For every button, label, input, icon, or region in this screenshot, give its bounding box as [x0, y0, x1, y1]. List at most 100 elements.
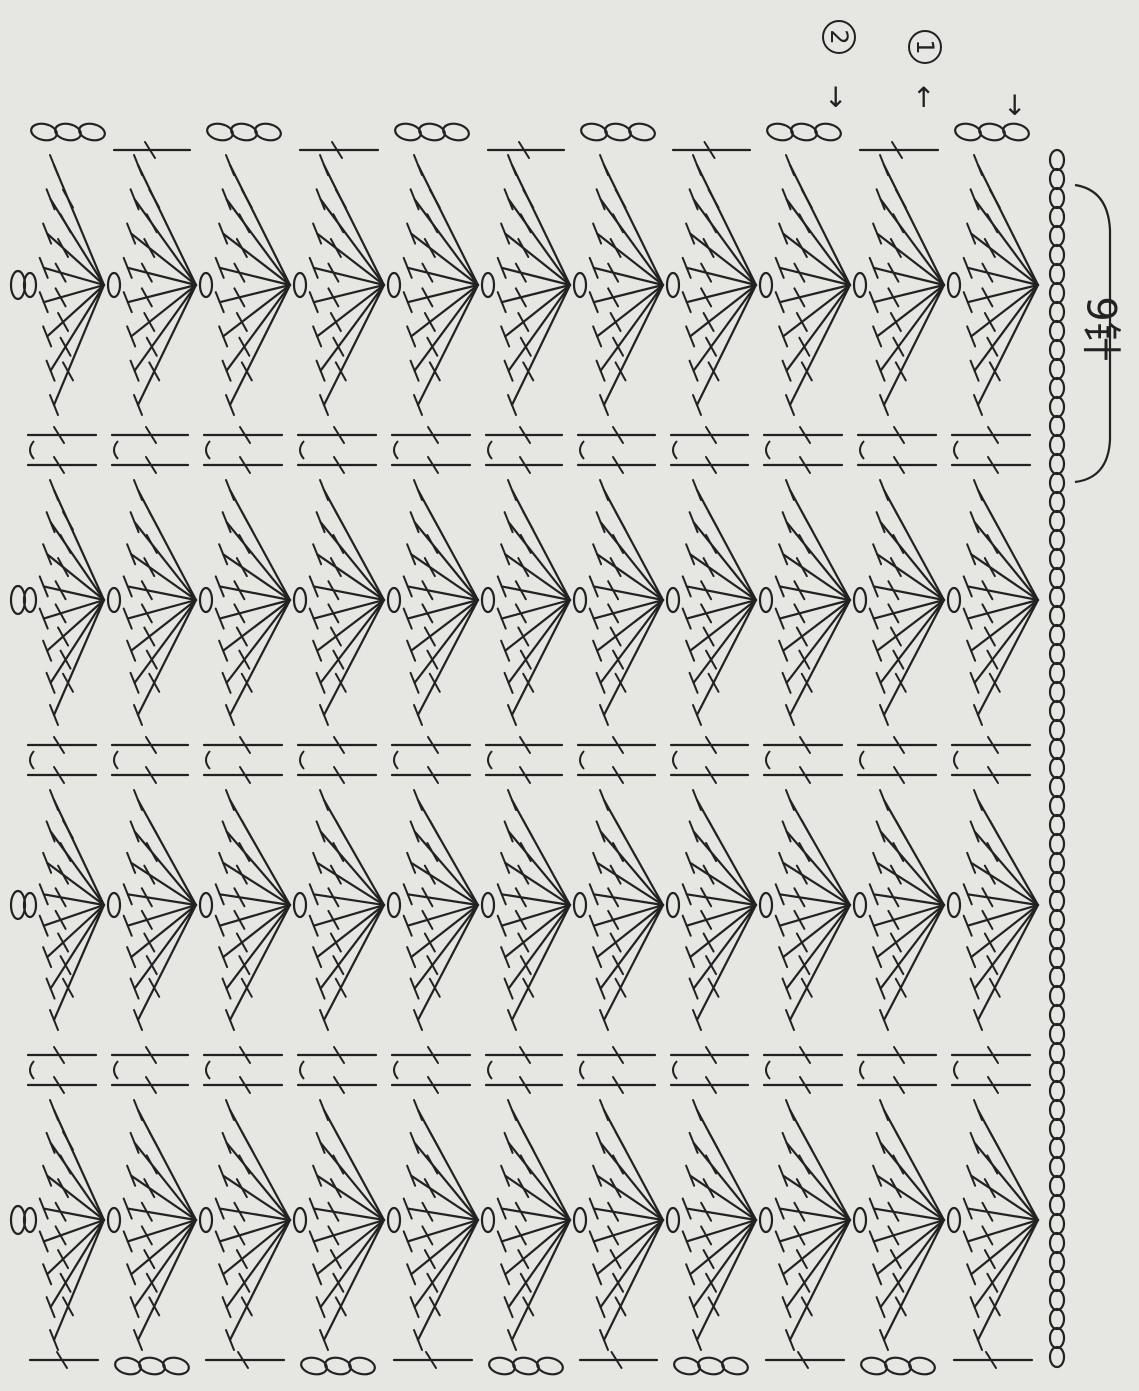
fan-stitch-stem: [881, 522, 944, 600]
fan-stitch-crossbar: [985, 628, 995, 646]
divider-loop: [114, 441, 118, 459]
fan-stitch-stem: [694, 831, 756, 905]
fan-stitch-stem: [502, 1220, 570, 1241]
fan-stitch-stem: [54, 1110, 104, 1220]
fan-stitch-top: [501, 1166, 509, 1186]
fan-stitch-stem: [790, 165, 850, 285]
fan-stitch-top: [411, 821, 419, 841]
fan-stitch-top: [967, 1264, 975, 1284]
fan-stitch-top: [597, 189, 605, 209]
foundation-chain-stitch: [1050, 1062, 1064, 1082]
fan-stitch-crossbar: [893, 1155, 903, 1173]
divider-loop: [114, 1061, 118, 1079]
foundation-chain-stitch: [1050, 701, 1064, 721]
fan-stitch-crossbar: [611, 1250, 621, 1268]
fan-stitch-crossbar: [239, 214, 249, 232]
fan-stitch-crossbar: [425, 628, 435, 646]
fan-stitch-top: [313, 1166, 321, 1186]
fan-stitch-stem: [512, 800, 570, 905]
fan-stitch-crossbar: [237, 239, 247, 257]
foundation-chain-stitch: [1050, 891, 1064, 911]
fan-stitch-top: [967, 641, 975, 661]
fan-stitch-top: [407, 853, 415, 873]
fan-stitch-top: [873, 641, 881, 661]
fan-center-chain: [294, 1208, 306, 1232]
fan-stitch-top: [597, 821, 605, 841]
fan-stitch-crossbar: [425, 558, 435, 576]
fan-stitch-top: [414, 155, 422, 175]
divider-loop: [300, 751, 304, 769]
fan-stitch-top: [411, 1297, 419, 1317]
fan-stitch-top: [43, 1166, 51, 1186]
fan-stitch-crossbar: [427, 1155, 437, 1173]
fan-center-chain: [948, 1208, 960, 1232]
fan-stitch-top: [414, 480, 422, 500]
fan-stitch-top: [505, 979, 513, 999]
fan-stitch-crossbar: [430, 1132, 440, 1150]
foundation-chain-stitch: [1050, 302, 1064, 322]
arrow-up-icon-row1: ↑: [912, 84, 935, 112]
fan-stitch-stem: [604, 800, 663, 905]
fan-stitch-crossbar: [704, 558, 714, 576]
fan-stitch-crossbar: [709, 512, 719, 530]
fan-center-chain: [482, 588, 494, 612]
foundation-chain-stitch: [1050, 758, 1064, 778]
fan-stitch-crossbar: [893, 843, 903, 861]
fan-stitch-crossbar: [802, 1132, 812, 1150]
turning-chain-loop: [78, 121, 107, 142]
fan-stitch-crossbar: [891, 1179, 901, 1197]
fan-stitch-top: [971, 189, 979, 209]
fan-stitch-crossbar: [149, 820, 159, 838]
fan-stitch-crossbar: [893, 535, 903, 553]
fan-stitch-top: [127, 326, 135, 346]
fan-stitch-top: [873, 1264, 881, 1284]
fan-stitch-top: [134, 155, 142, 175]
fan-stitch-stem: [227, 1143, 290, 1220]
fan-center-chain: [388, 893, 400, 917]
turning-chain-loop: [394, 121, 423, 142]
fan-stitch-top: [693, 1100, 701, 1120]
fan-stitch-crossbar: [797, 628, 807, 646]
fan-stitch-crossbar: [147, 535, 157, 553]
fan-center-chain: [388, 1208, 400, 1232]
fan-stitch-crossbar: [611, 628, 621, 646]
fan-stitch-crossbar: [58, 558, 68, 576]
fan-stitch-stem: [418, 285, 478, 405]
fan-stitch-crossbar: [237, 1179, 247, 1197]
fan-stitch-stem: [697, 800, 756, 905]
fan-stitch-crossbar: [518, 866, 528, 884]
foundation-chain-stitch: [1050, 454, 1064, 474]
fan-center-chain: [108, 588, 120, 612]
fan-center-chain: [482, 273, 494, 297]
fan-stitch-top: [219, 947, 227, 967]
fan-center-chain: [948, 588, 960, 612]
fan-stitch-top: [317, 189, 325, 209]
fan-stitch-crossbar: [613, 1155, 623, 1173]
fan-stitch-stem: [138, 800, 196, 905]
fan-stitch-stem: [324, 1110, 384, 1220]
fan-stitch-crossbar: [518, 558, 528, 576]
fan-stitch-top: [47, 512, 55, 532]
fan-stitch-crossbar: [430, 512, 440, 530]
foundation-chain-stitch: [1050, 967, 1064, 987]
fan-stitch-stem: [230, 600, 290, 715]
fan-stitch-crossbar: [709, 1132, 719, 1150]
fan-stitch-crossbar: [704, 1179, 714, 1197]
fan-stitch-crossbar: [891, 628, 901, 646]
fan-stitch-top: [779, 853, 787, 873]
fan-stitch-top: [967, 544, 975, 564]
fan-stitch-crossbar: [333, 1155, 343, 1173]
turning-chain-loop: [978, 121, 1007, 142]
foundation-chain-stitch: [1050, 986, 1064, 1006]
fan-stitch-crossbar: [891, 1250, 901, 1268]
fan-stitch-stem: [138, 905, 196, 1020]
fan-stitch-stem: [44, 905, 104, 926]
divider-loop: [673, 751, 677, 769]
divider-loop: [488, 441, 492, 459]
fan-stitch-crossbar: [336, 190, 346, 208]
fan-stitch-crossbar: [147, 1155, 157, 1173]
fan-stitch-top: [693, 790, 701, 810]
fan-center-chain: [294, 893, 306, 917]
fan-stitch-stem: [790, 905, 850, 1020]
foundation-chain-stitch: [1050, 1005, 1064, 1025]
